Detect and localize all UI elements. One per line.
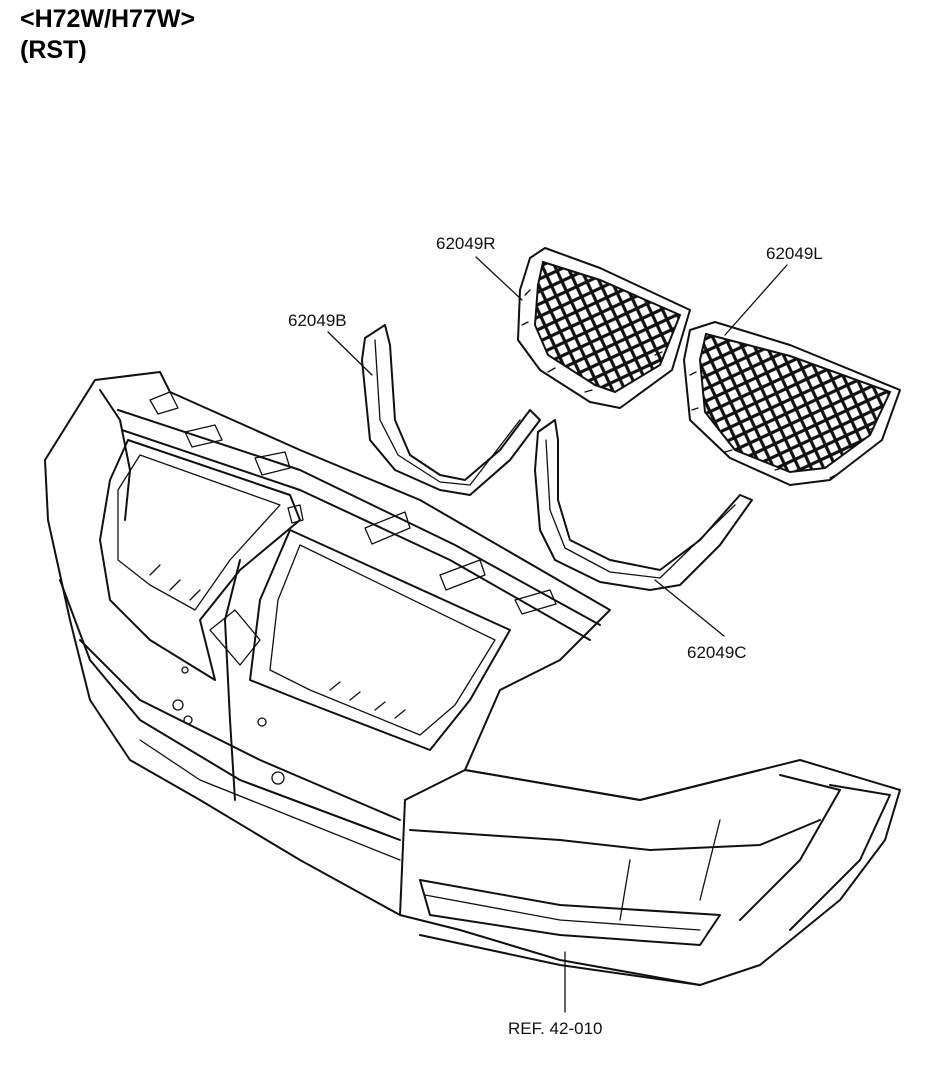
callout-62049r: 62049R: [436, 234, 523, 301]
part-label: 62049B: [288, 311, 347, 330]
front-bumper-assembly: [44, 371, 901, 986]
part-label: 62049C: [687, 643, 747, 662]
part-label: 62049L: [766, 244, 823, 263]
variant-heading: (RST): [20, 36, 87, 64]
reference-label: REF. 42-010: [508, 1019, 603, 1038]
part-62049b-molding: [361, 324, 541, 496]
leader-line: [475, 256, 523, 301]
part-62049r-mesh-grille: [517, 247, 691, 409]
part-62049l-mesh-grille: [683, 321, 901, 486]
callout-62049c: 62049C: [654, 579, 747, 662]
callout-reference: REF. 42-010: [508, 951, 603, 1038]
leader-line: [327, 331, 373, 376]
model-code-heading: <H72W/H77W>: [20, 5, 196, 33]
callout-62049b: 62049B: [288, 311, 373, 376]
leader-line: [724, 264, 788, 336]
leader-line: [654, 579, 725, 637]
part-label: 62049R: [436, 234, 496, 253]
callout-62049l: 62049L: [724, 244, 823, 336]
part-62049c-molding: [534, 419, 753, 591]
